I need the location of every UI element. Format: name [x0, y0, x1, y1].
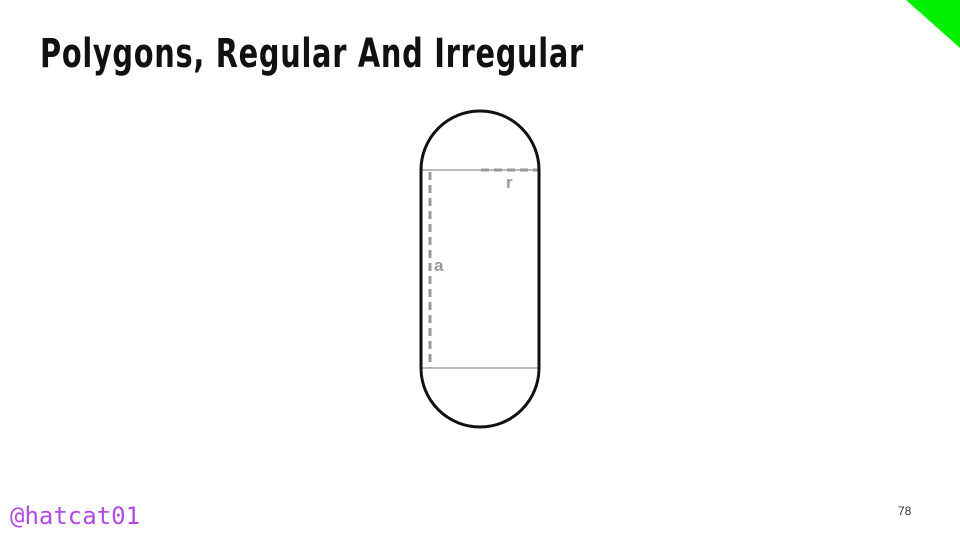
- stadium-outline: [419, 109, 541, 429]
- slide-title: Polygons, Regular And Irregular: [40, 31, 584, 77]
- side-label: a: [434, 256, 444, 275]
- author-handle: @hatcat01: [10, 502, 141, 530]
- radius-label: r: [506, 173, 513, 192]
- page-number: 78: [898, 504, 912, 518]
